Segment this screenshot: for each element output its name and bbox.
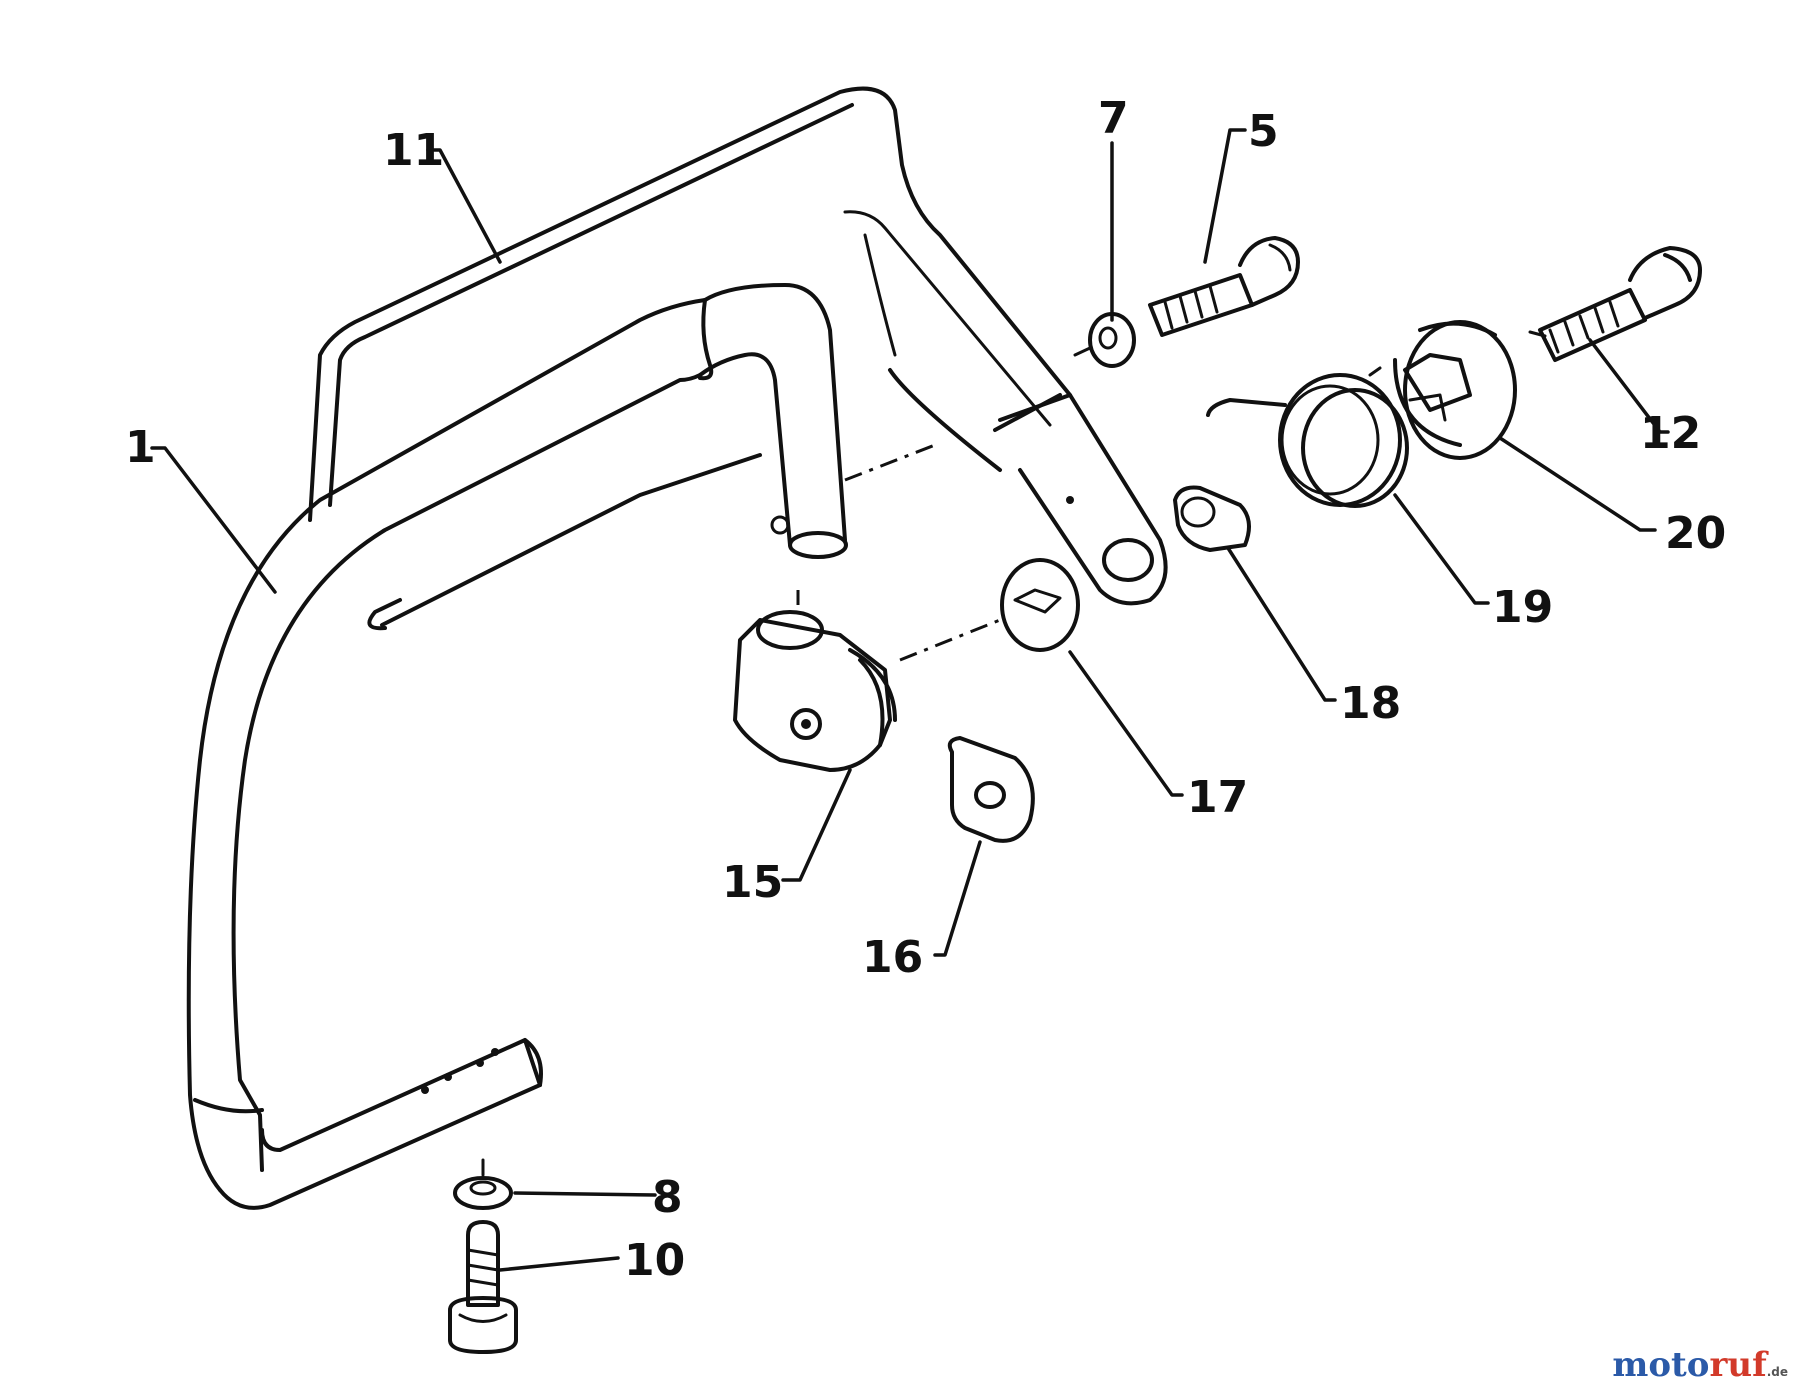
callout-18: 18 (1340, 678, 1401, 729)
callout-5: 5 (1248, 106, 1279, 157)
leader-lines (150, 128, 1670, 1272)
callout-10: 10 (624, 1235, 685, 1286)
callout-15: 15 (722, 857, 783, 908)
part-1-front-handle (186, 283, 848, 1210)
part-11-hand-guard (308, 86, 1168, 606)
callout-labels: 1 11 7 5 12 20 19 18 17 15 16 8 10 (125, 93, 1726, 1286)
part-18-bushing (1173, 485, 1251, 552)
assembly-lines (796, 443, 1001, 662)
part-10-screw (448, 1220, 518, 1354)
callout-12: 12 (1640, 408, 1701, 459)
watermark-part2: ruf (1709, 1345, 1767, 1385)
callout-8: 8 (652, 1172, 683, 1223)
part-12-bolt (1528, 246, 1702, 362)
part-7-washer (1073, 312, 1136, 368)
callout-20: 20 (1665, 508, 1726, 559)
part-16-plate (947, 736, 1035, 843)
part-5-bolt (1148, 236, 1300, 337)
part-20-hub (1393, 320, 1517, 460)
callout-19: 19 (1492, 582, 1553, 633)
callout-1: 1 (125, 422, 156, 473)
watermark-part1: moto (1612, 1345, 1710, 1385)
part-17-washer (1000, 558, 1080, 652)
part-8-washer (453, 1158, 513, 1210)
watermark-tld: .de (1766, 1365, 1788, 1379)
callout-7: 7 (1098, 93, 1129, 144)
callout-17: 17 (1187, 772, 1248, 823)
watermark-logo: motoruf.de (1612, 1345, 1788, 1385)
callout-11: 11 (383, 125, 444, 176)
part-19-spring (1206, 366, 1409, 508)
callout-16: 16 (862, 932, 923, 983)
part-15-clamp (733, 610, 897, 772)
